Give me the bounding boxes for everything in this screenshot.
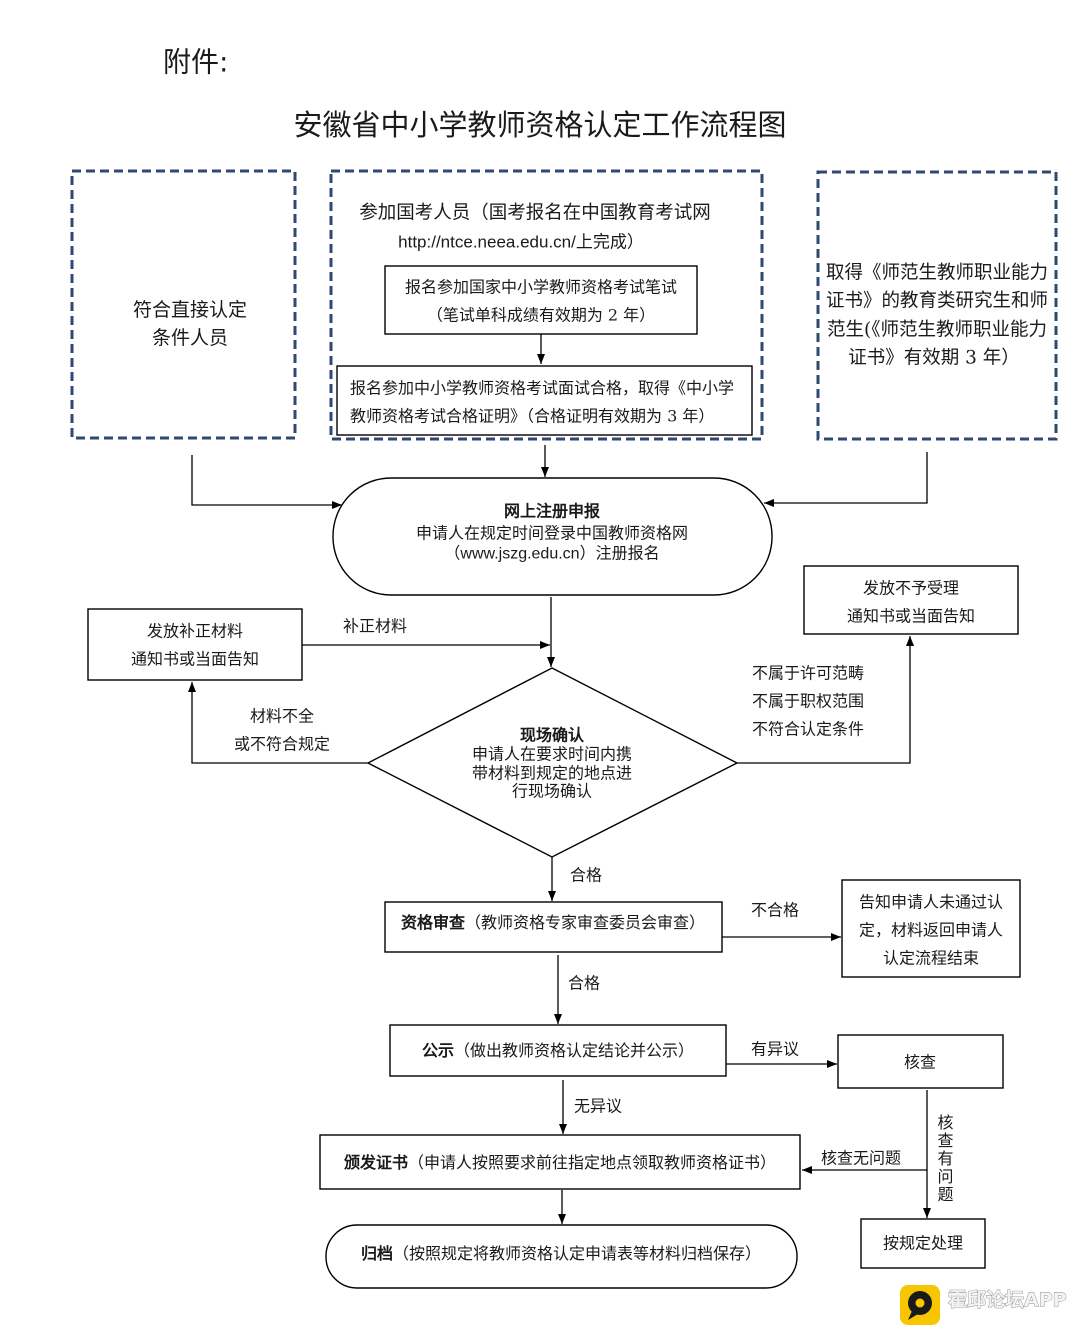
qualification-review-detail: （教师资格专家审查委员会审查）: [465, 913, 705, 932]
onsite-confirmation-line-1: 申请人在要求时间内携: [472, 745, 632, 764]
certificate-issuance-box: [319, 1134, 801, 1190]
archiving-title: 归档: [361, 1244, 393, 1263]
normal-graduates-box: [816, 170, 1058, 441]
handle-per-rules-box: [860, 1218, 986, 1269]
attachment-label: 附件:: [163, 46, 228, 79]
archiving-node: [325, 1224, 798, 1289]
supplement-notice-line-2: 通知书或当面告知: [131, 650, 259, 669]
rejection-edge-label-2: 不属于职权范围: [752, 692, 864, 711]
interview-box: [336, 365, 753, 436]
direct-applicants-box: [70, 169, 297, 440]
exam-intro-line-1: 参加国考人员（国考报名在中国教育考试网: [359, 203, 711, 224]
verification-ok-label: 核查无问题: [821, 1149, 901, 1168]
publicity-title: 公示: [422, 1041, 454, 1060]
written-test-line-1: 报名参加国家中小学教师资格考试笔试: [405, 278, 677, 297]
online-registration-node: [332, 477, 773, 596]
handle-per-rules-label: 按规定处理: [883, 1234, 963, 1253]
arrow-confirmation-to-supplement: [188, 682, 368, 764]
exam-applicants-box: [329, 169, 764, 441]
review-pass-label: 合格: [568, 974, 600, 993]
rejection-notice-line-1: 发放不予受理: [863, 579, 959, 598]
written-test-line-2: （笔试单科成绩有效期为 2 年）: [427, 306, 655, 325]
page-title: 安徽省中小学教师资格认定工作流程图: [293, 108, 786, 142]
online-registration-line-1: 申请人在规定时间登录中国教师资格网: [416, 524, 688, 543]
failure-notice-line-3: 认定流程结束: [883, 949, 979, 968]
failure-notice-line-2: 定，材料返回申请人: [859, 921, 1003, 940]
verification-problem-label: 核查有问题: [935, 1114, 954, 1204]
direct-applicants-line-1: 符合直接认定: [133, 299, 247, 321]
objection-label: 有异议: [751, 1040, 799, 1059]
confirmation-pass-label: 合格: [570, 866, 602, 885]
qualification-review-box: [384, 901, 723, 953]
arrow-direct-to-online: [191, 455, 342, 509]
certificate-issuance-title: 颁发证书: [344, 1153, 408, 1172]
normal-graduates-line-1: 取得《师范生教师职业能力: [826, 263, 1048, 284]
interview-line-2: 教师资格考试合格证明》（合格证明有效期为 3 年）: [350, 407, 714, 426]
failure-notice-line-1: 告知申请人未通过认: [859, 893, 1003, 912]
watermark-text: 霍邱论坛APP: [948, 1288, 1067, 1311]
online-registration-title: 网上注册申报: [504, 502, 600, 521]
publicity-detail: （做出教师资格认定结论并公示）: [454, 1041, 694, 1060]
direct-applicants-line-2: 条件人员: [152, 327, 228, 349]
written-test-box: [384, 265, 698, 335]
rejection-notice-line-2: 通知书或当面告知: [847, 607, 975, 626]
normal-graduates-line-2: 证书》的教育类研究生和师: [826, 291, 1048, 312]
arrow-normal-to-online: [764, 452, 928, 507]
rejection-notice-box: [803, 565, 1019, 635]
no-objection-label: 无异议: [574, 1097, 622, 1116]
publicity-box: [389, 1024, 727, 1077]
supplement-notice-line-1: 发放补正材料: [147, 622, 243, 641]
supplement-notice-box: [87, 608, 303, 681]
certificate-issuance-text: 颁发证书（申请人按照要求前往指定地点领取教师资格证书）: [344, 1153, 776, 1172]
exam-intro-line-2: http://ntce.neea.edu.cn/上完成）: [398, 233, 644, 252]
onsite-confirmation-line-3: 行现场确认: [512, 782, 592, 801]
archiving-detail: （按照规定将教师资格认定申请表等材料归档保存）: [393, 1244, 761, 1263]
incomplete-label-2: 或不符合规定: [234, 735, 330, 754]
arrow-confirmation-to-rejection: [737, 636, 914, 764]
watermark: 霍邱论坛APP: [900, 1285, 1067, 1325]
verification-box: [837, 1034, 1004, 1089]
onsite-confirmation-title: 现场确认: [520, 726, 585, 745]
normal-graduates-line-4: 证书》有效期 3 年）: [848, 348, 1020, 369]
qualification-review-text: 资格审查（教师资格专家审查委员会审查）: [401, 913, 705, 932]
onsite-confirmation-line-2: 带材料到规定的地点进: [472, 764, 632, 783]
failure-notice-box: [841, 879, 1021, 978]
interview-line-1: 报名参加中小学教师资格考试面试合格，取得《中小学: [350, 379, 734, 398]
certificate-issuance-detail: （申请人按照要求前往指定地点领取教师资格证书）: [408, 1153, 776, 1172]
supplement-edge-label: 补正材料: [343, 617, 407, 636]
archiving-text: 归档（按照规定将教师资格认定申请表等材料归档保存）: [361, 1244, 761, 1263]
review-fail-label: 不合格: [751, 901, 799, 920]
publicity-text: 公示（做出教师资格认定结论并公示）: [422, 1041, 694, 1060]
chat-bubble-icon: [900, 1285, 940, 1325]
rejection-edge-label-3: 不符合认定条件: [752, 720, 864, 739]
rejection-edge-label-1: 不属于许可范畴: [752, 664, 864, 683]
verification-label: 核查: [904, 1053, 936, 1072]
online-registration-line-2: （www.jszg.edu.cn）注册报名: [444, 545, 659, 563]
qualification-review-title: 资格审查: [401, 913, 465, 932]
incomplete-label-1: 材料不全: [250, 707, 314, 726]
normal-graduates-line-3: 范生(《师范生教师职业能力: [827, 320, 1047, 341]
